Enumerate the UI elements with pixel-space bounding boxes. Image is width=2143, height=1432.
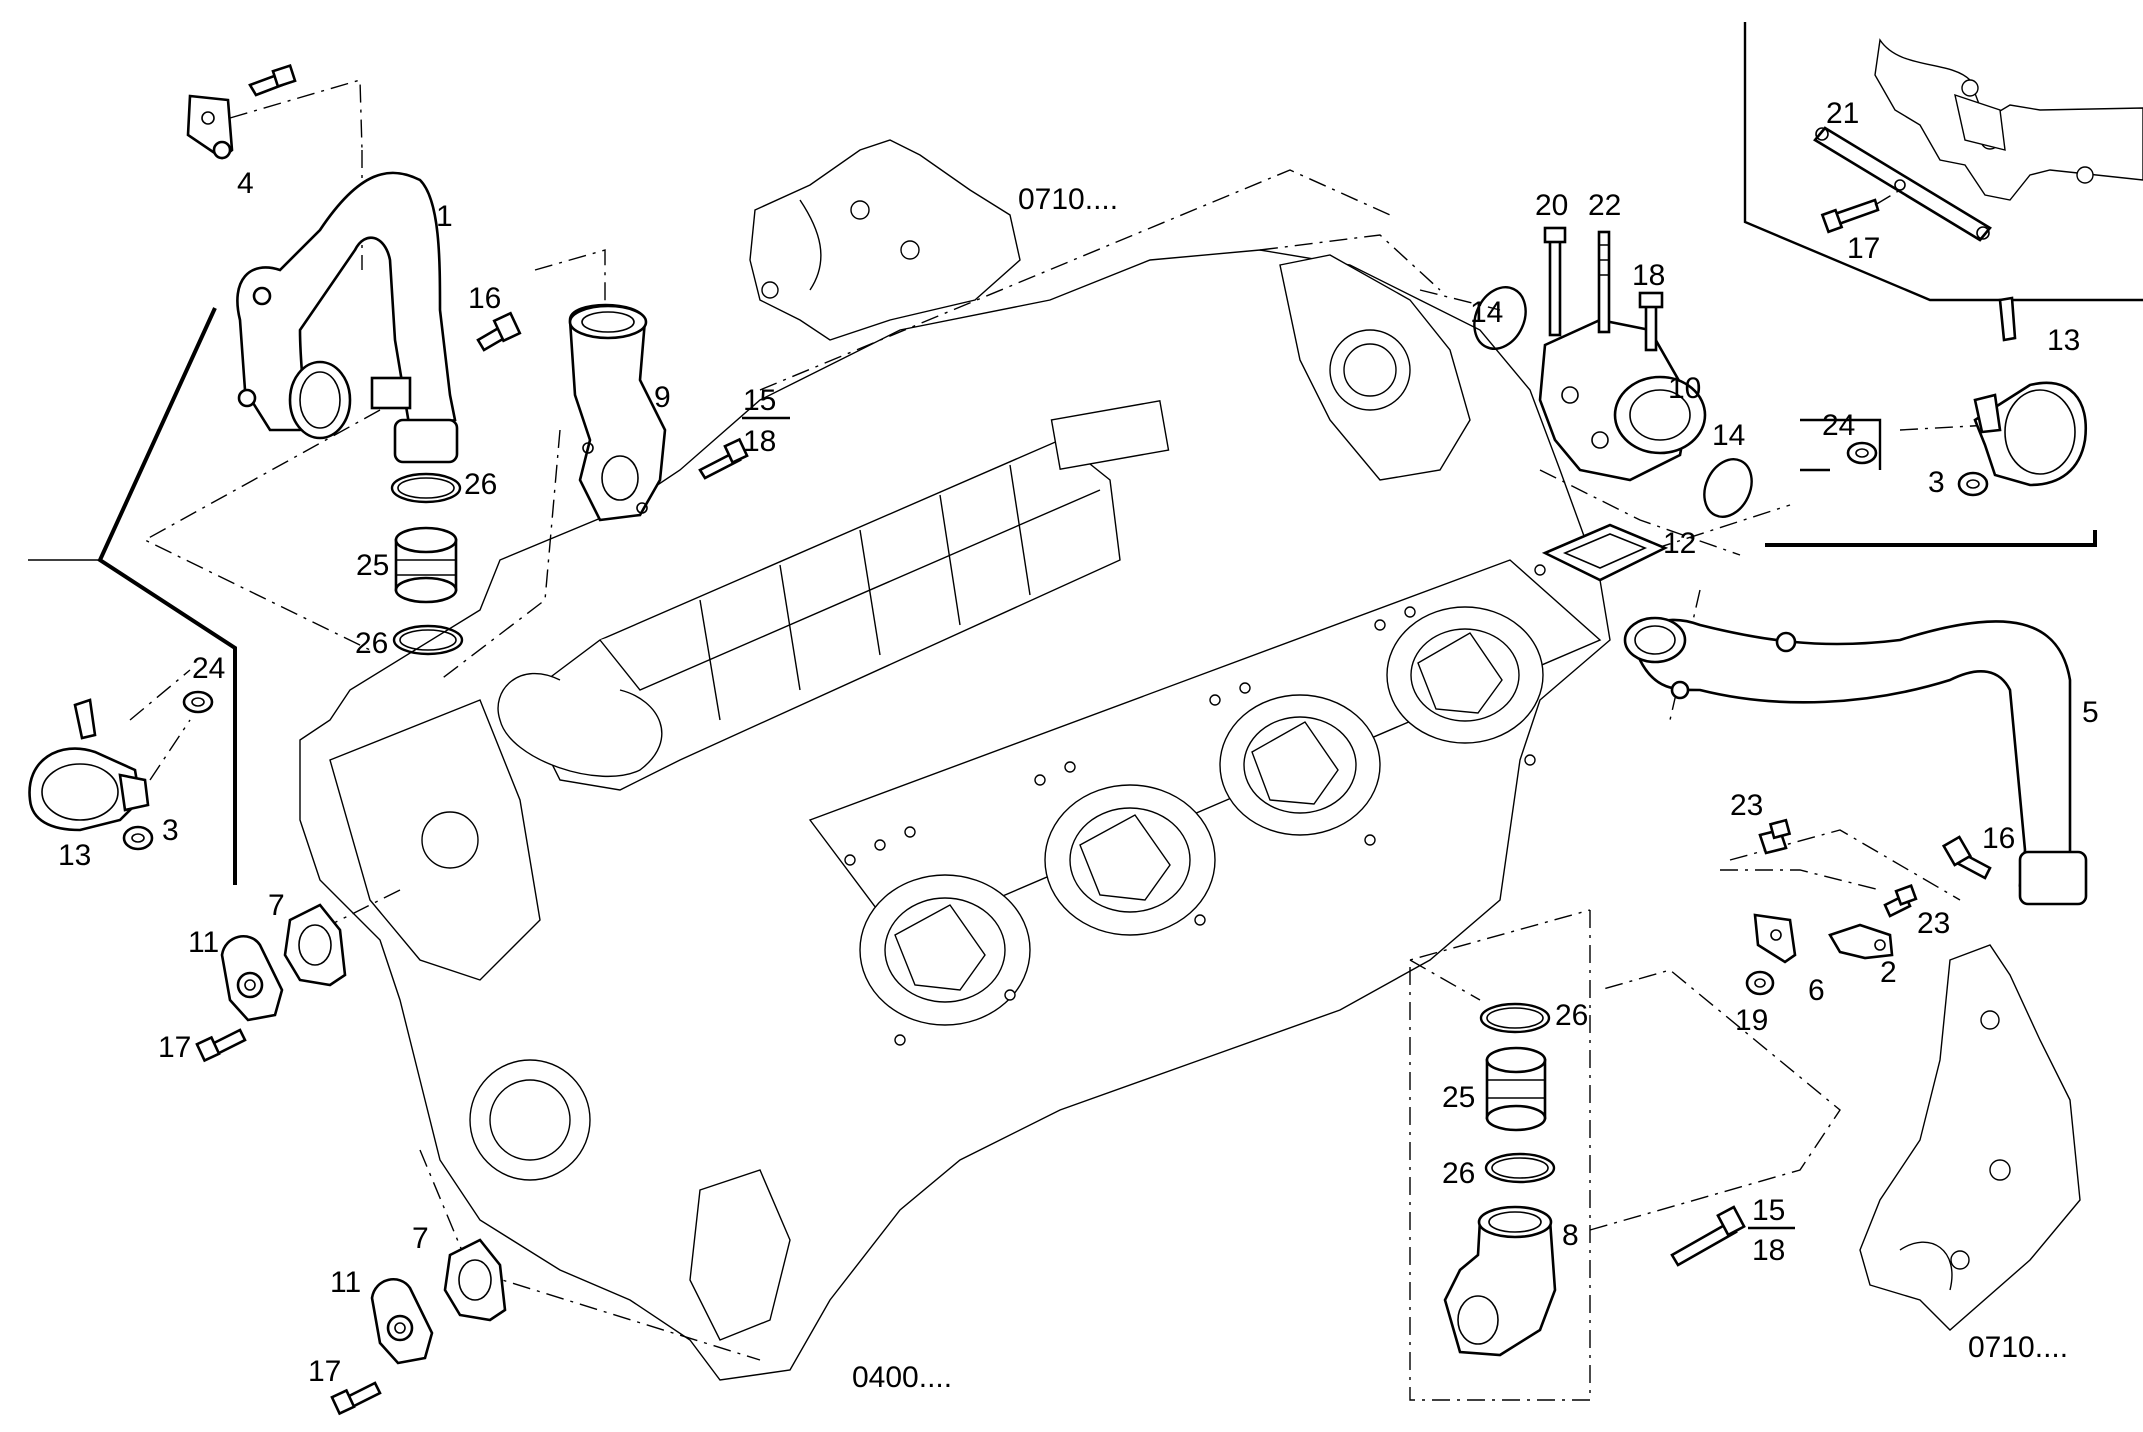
- part-26-o-ring-upper-right: [1479, 1002, 1551, 1034]
- thermostat-housing-ghost-top: [749, 139, 1021, 341]
- part-7-gasket-lower: [443, 1238, 507, 1322]
- part-7-gasket-upper: [283, 903, 347, 987]
- callout-3-right: 3: [1928, 466, 1945, 499]
- callout-14-lower: 14: [1712, 419, 1745, 452]
- callout-17-lower: 17: [308, 1355, 341, 1388]
- callout-21: 21: [1826, 97, 1859, 130]
- part-14-o-ring-lower: [1703, 458, 1753, 518]
- part-10-thermostat-housing: [1538, 318, 1707, 482]
- callout-24-left: 24: [192, 652, 225, 685]
- part-17-bolt-upper: [195, 1028, 247, 1063]
- part-13-clamp-left: [28, 698, 150, 832]
- part-3-nut-left: [122, 825, 154, 851]
- callout-1: 1: [436, 200, 453, 233]
- part-13-clamp-right: [1973, 296, 2088, 487]
- callout-20: 20: [1535, 189, 1568, 222]
- bracket-strap: [1813, 126, 1992, 242]
- part-19-nut: [1745, 970, 1775, 996]
- part-23-screw-upper: [1758, 818, 1792, 855]
- part-8-elbow: [1443, 1205, 1557, 1357]
- part-1-coolant-pipe: [236, 171, 459, 464]
- callout-12: 12: [1663, 527, 1696, 560]
- callout-labels: 1 4 16 26 25 26 9 15 18 24 3 13 7 11 17 …: [58, 97, 2099, 1388]
- part-17-bolt-lower: [330, 1381, 382, 1416]
- callout-26-upper-right: 26: [1555, 999, 1588, 1032]
- engine-block-ghost: [299, 249, 1611, 1381]
- part-15-18-screw-upper: [698, 437, 749, 480]
- part-2-bracket: [1828, 923, 1894, 960]
- callout-17-inset: 17: [1847, 232, 1880, 265]
- callout-10: 10: [1668, 372, 1701, 405]
- break-lines: [28, 307, 2097, 885]
- thermostat-housing-ghost-bottom: [1859, 944, 2081, 1331]
- callout-18-lower: 18: [1752, 1234, 1785, 1267]
- callout-16-right: 16: [1982, 822, 2015, 855]
- inset-bolt: [1820, 198, 1880, 234]
- callout-8: 8: [1562, 1219, 1579, 1252]
- callout-24-right: 24: [1822, 409, 1855, 442]
- inset-pipe-ghost: [1874, 38, 2143, 201]
- part-24-washer-right: [1846, 441, 1878, 465]
- callout-3-left: 3: [162, 814, 179, 847]
- detail-inset: [1743, 22, 2143, 302]
- callout-26-lower-left: 26: [355, 627, 388, 660]
- callout-6: 6: [1808, 974, 1825, 1007]
- part-4-bracket: [186, 63, 297, 160]
- reference-labels: 0710.... 0710.... 0400....: [852, 183, 2068, 1394]
- callout-13-left: 13: [58, 839, 91, 872]
- callout-26-lower-right: 26: [1442, 1157, 1475, 1190]
- part-26-o-ring-lower-left: [392, 624, 464, 656]
- callout-19: 19: [1735, 1004, 1768, 1037]
- callout-17-upper: 17: [158, 1031, 191, 1064]
- part-3-nut-right: [1957, 471, 1989, 497]
- part-11-cover-lower: [370, 1278, 434, 1365]
- callout-18-upper: 18: [743, 425, 776, 458]
- cylinder-bores: [859, 606, 1544, 1026]
- part-24-washer-left: [182, 690, 214, 714]
- callout-7-upper: 7: [268, 889, 285, 922]
- part-20-stud: [1543, 226, 1567, 337]
- callout-11-lower: 11: [330, 1266, 361, 1299]
- part-16-bolt-left: [476, 311, 522, 352]
- callout-25-right: 25: [1442, 1081, 1475, 1114]
- ref-label-top: 0710....: [1018, 183, 1118, 216]
- callout-4: 4: [237, 167, 254, 200]
- part-6-bracket: [1753, 913, 1797, 964]
- part-11-cover-upper: [220, 935, 284, 1022]
- callout-16-left: 16: [468, 282, 501, 315]
- callout-23-lower: 23: [1917, 907, 1950, 940]
- callout-15-lower: 15: [1752, 1194, 1785, 1227]
- callout-9: 9: [654, 381, 671, 414]
- part-14-o-ring-upper: [1473, 286, 1527, 350]
- callout-22: 22: [1588, 189, 1621, 222]
- callout-25-left: 25: [356, 549, 389, 582]
- part-12-gasket: [1541, 523, 1669, 582]
- deck-holes: [844, 564, 1546, 1046]
- ref-label-block: 0400....: [852, 1361, 952, 1394]
- callout-14-upper: 14: [1470, 296, 1503, 329]
- part-25-sleeve-left: [394, 526, 458, 604]
- callout-2: 2: [1880, 956, 1897, 989]
- part-26-o-ring-lower-right: [1484, 1152, 1556, 1184]
- callout-18-top: 18: [1632, 259, 1665, 292]
- part-5-coolant-pipe: [1623, 616, 2088, 906]
- part-23-screw-lower: [1883, 884, 1918, 918]
- callout-15-upper: 15: [743, 384, 776, 417]
- part-18-screw-top: [1638, 291, 1664, 352]
- part-25-sleeve-right: [1485, 1046, 1547, 1132]
- callout-13-right: 13: [2047, 324, 2080, 357]
- callout-7-lower: 7: [412, 1222, 429, 1255]
- callout-11-upper: 11: [188, 926, 219, 959]
- oil-cooler-housing: [497, 400, 1170, 791]
- callout-26-upper-left: 26: [464, 468, 497, 501]
- part-26-o-ring-upper-left: [390, 472, 462, 504]
- part-16-bolt-right: [1941, 835, 1992, 880]
- part-22-stud: [1597, 230, 1611, 334]
- part-9-elbow: [568, 303, 667, 522]
- callout-23-upper: 23: [1730, 789, 1763, 822]
- part-15-18-screw-lower: [1670, 1205, 1746, 1267]
- callout-5: 5: [2082, 696, 2099, 729]
- ref-label-bottom-right: 0710....: [1968, 1331, 2068, 1364]
